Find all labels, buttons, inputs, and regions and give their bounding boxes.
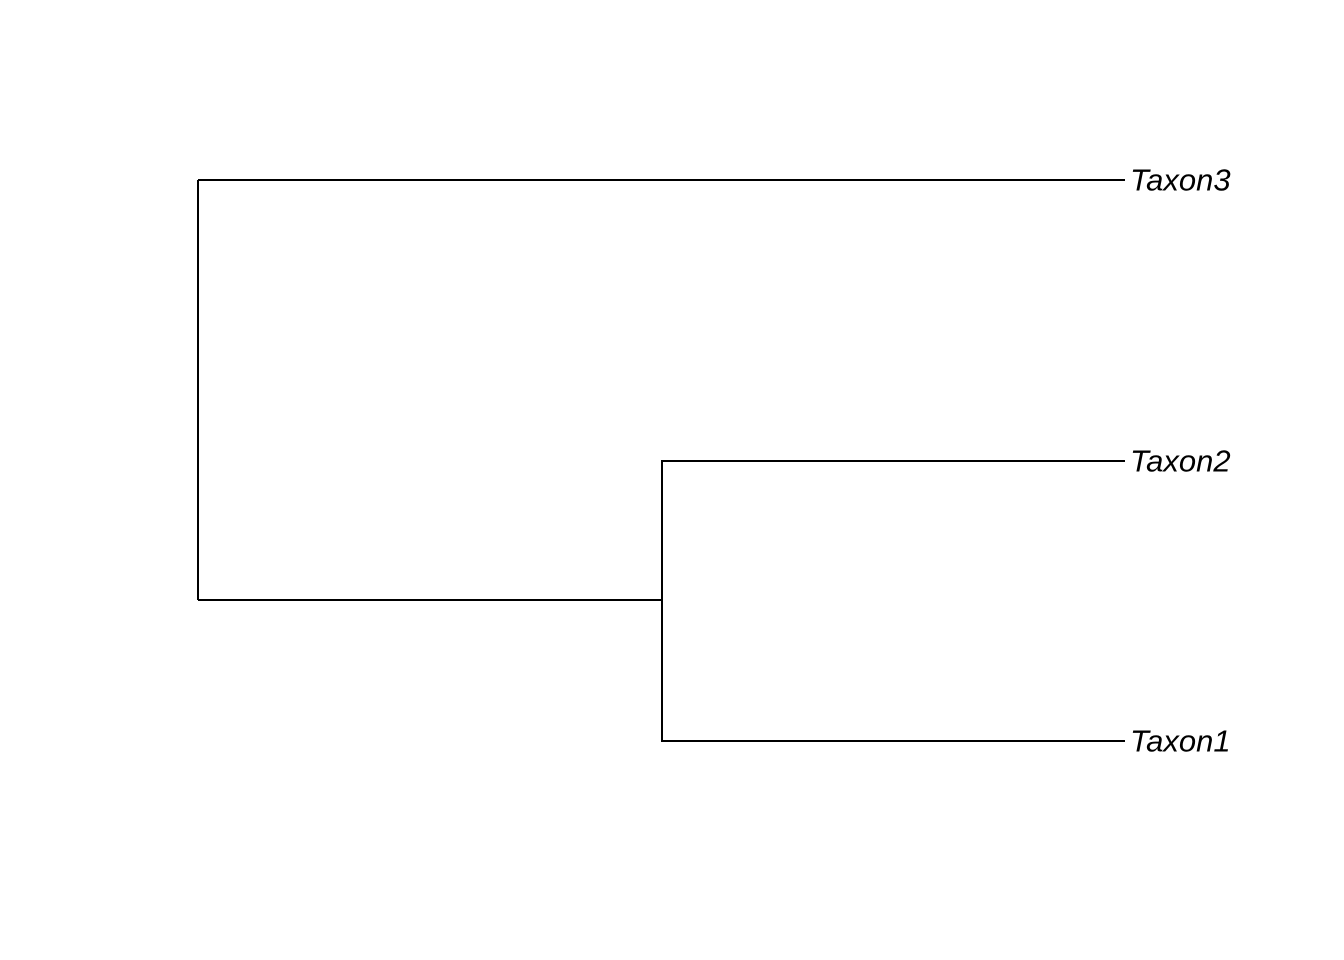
tip-label-taxon1: Taxon1 bbox=[1130, 723, 1231, 759]
tip-label-taxon3: Taxon3 bbox=[1130, 162, 1231, 198]
tip-label-taxon2: Taxon2 bbox=[1130, 443, 1231, 479]
